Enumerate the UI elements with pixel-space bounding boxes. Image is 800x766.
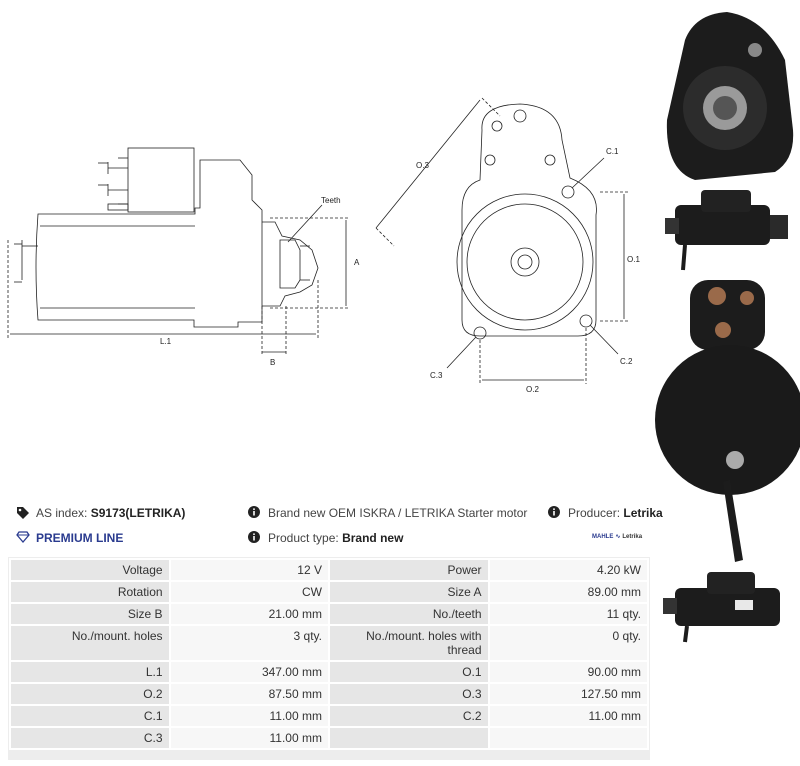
spec-label: No./teeth	[329, 604, 488, 624]
spec-label: Rotation	[11, 582, 169, 602]
spec-label: O.2	[11, 684, 169, 704]
spec-value: CW	[170, 582, 328, 602]
premium-line-label: PREMIUM LINE	[36, 531, 124, 545]
product-photo-side-bottom	[663, 572, 780, 643]
info-icon	[248, 506, 262, 520]
spec-value: 11.00 mm	[489, 706, 647, 726]
spec-label: Voltage	[11, 560, 169, 580]
info-icon	[548, 506, 562, 520]
spec-label: C.2	[329, 706, 488, 726]
spec-value: 87.50 mm	[170, 684, 328, 704]
spec-value: 127.50 mm	[489, 684, 647, 704]
spec-label: Size B	[11, 604, 169, 624]
spec-value: 21.00 mm	[170, 604, 328, 624]
spec-value: 0 qty.	[489, 626, 647, 660]
spec-value: 11.00 mm	[170, 728, 328, 748]
spec-label: Power	[329, 560, 488, 580]
product-type-row: Product type: Brand new	[248, 531, 403, 545]
diamond-icon	[16, 531, 30, 545]
spec-label: L.1	[11, 662, 169, 682]
dimension-o2-label: O.2	[526, 385, 539, 394]
product-photo-rear	[655, 280, 800, 562]
producer-value: Letrika	[623, 506, 663, 520]
brand-logo-mahle: MAHLE	[592, 533, 614, 540]
dimension-l1-label: L.1	[160, 337, 172, 346]
premium-line-row: PREMIUM LINE	[16, 531, 123, 545]
spec-label: C.1	[11, 706, 169, 726]
brand-logo: MAHLE ∿ Letrika	[592, 533, 643, 541]
product-type-prefix: Product type:	[268, 531, 339, 545]
product-type-value: Brand new	[342, 531, 404, 545]
spec-value: 4.20 kW	[489, 560, 647, 580]
spec-label: No./mount. holes	[11, 626, 169, 660]
spec-value: 90.00 mm	[489, 662, 647, 682]
description-text: Brand new OEM ISKRA / LETRIKA Starter mo…	[268, 506, 528, 520]
spec-label	[329, 728, 488, 748]
brand-logo-swoosh-icon: ∿	[615, 534, 621, 540]
product-photos	[655, 12, 800, 643]
as-index-value: S9173(LETRIKA)	[90, 506, 186, 520]
as-index-prefix: AS index:	[36, 506, 88, 520]
dimension-a-label: A	[354, 258, 360, 267]
spec-label: Size A	[329, 582, 488, 602]
front-view-drawing	[375, 97, 630, 384]
dimension-o1-label: O.1	[627, 255, 640, 264]
description-row: Brand new OEM ISKRA / LETRIKA Starter mo…	[248, 506, 527, 520]
spec-label: O.1	[329, 662, 488, 682]
spec-value	[489, 728, 647, 748]
producer-row: Producer: Letrika	[548, 506, 663, 520]
spec-label: No./mount. holes with thread	[329, 626, 488, 660]
tag-icon	[16, 506, 30, 520]
producer-prefix: Producer:	[568, 506, 621, 520]
dimension-o3-label: O.3	[416, 161, 429, 170]
brand-logo-letrika: Letrika	[622, 533, 643, 540]
spec-label: O.3	[329, 684, 488, 704]
info-icon	[248, 531, 262, 545]
spec-value: 347.00 mm	[170, 662, 328, 682]
as-index-row: AS index: S9173(LETRIKA)	[16, 506, 185, 520]
dimension-c1-label: C.1	[606, 147, 619, 156]
dimension-b-label: B	[270, 358, 275, 367]
side-view-drawing	[7, 147, 350, 356]
spec-value: 11 qty.	[489, 604, 647, 624]
dimension-c2-label: C.2	[620, 357, 633, 366]
spec-value: 89.00 mm	[489, 582, 647, 602]
product-photo-front	[666, 12, 794, 180]
technical-drawing: Teeth A B L.1 O.3 O.1 O.2 C.1 C.2	[7, 97, 640, 394]
spec-value: 3 qty.	[170, 626, 328, 660]
product-photo-side-small	[665, 190, 788, 271]
teeth-label: Teeth	[321, 196, 341, 205]
spec-value: 11.00 mm	[170, 706, 328, 726]
dimension-c3-label: C.3	[430, 371, 443, 380]
spec-value: 12 V	[170, 560, 328, 580]
spec-label: C.3	[11, 728, 169, 748]
